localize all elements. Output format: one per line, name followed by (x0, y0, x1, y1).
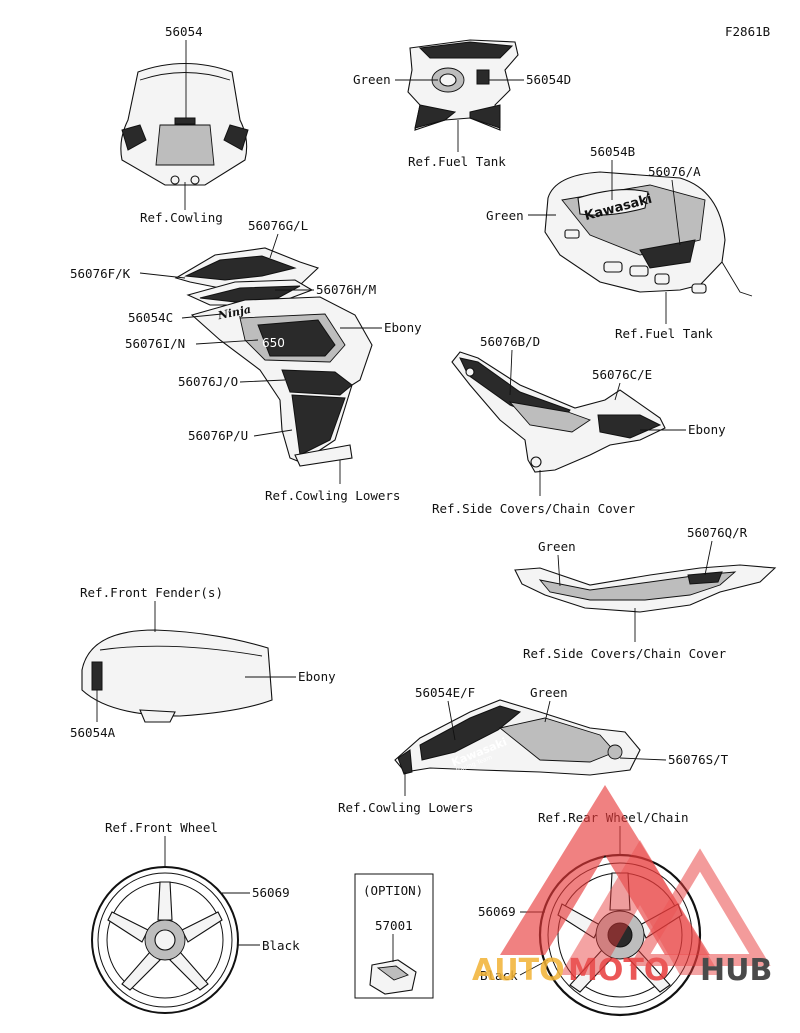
label-fender-ebony: Ebony (298, 669, 336, 684)
label-ref-front-fender: Ref.Front Fender(s) (80, 585, 223, 600)
label-tail-qr: 56076Q/R (687, 525, 748, 540)
label-side-ce: 56076C/E (592, 367, 652, 382)
label-ref-fuel-tank-2: Ref.Fuel Tank (615, 326, 713, 341)
label-lower-green: Green (530, 685, 568, 700)
label-option-title: (OPTION) (363, 883, 423, 898)
watermark-hub: HUB (700, 953, 772, 988)
label-tank-stripe-a: 56076/A (648, 164, 701, 179)
front-wheel-part (91, 866, 239, 1014)
label-cowl-pu: 56076P/U (188, 428, 248, 443)
fuel-tank-part: Kawasaki (544, 171, 753, 297)
label-ref-side-covers-1: Ref.Side Covers/Chain Cover (432, 501, 636, 516)
label-ref-side-covers-2: Ref.Side Covers/Chain Cover (523, 646, 727, 661)
label-cowl-in: 56076I/N (125, 336, 185, 351)
label-tail-green: Green (538, 539, 576, 554)
tail-cowl-part (514, 564, 777, 613)
label-option-part: 57001 (375, 918, 413, 933)
label-ref-cowling-lowers-1: Ref.Cowling Lowers (265, 488, 400, 503)
label-lower-st: 56076S/T (668, 752, 729, 767)
watermark-moto: MOTO (568, 953, 669, 988)
label-cowl-jo: 56076J/O (178, 374, 238, 389)
label-ref-cowling-lowers-2: Ref.Cowling Lowers (338, 800, 473, 815)
label-cowl-fk: 56076F/K (70, 266, 131, 281)
label-rear-wheel-black: Black (480, 968, 518, 983)
label-cowl-hm: 56076H/M (316, 282, 376, 297)
label-windshield-part: 56054 (165, 24, 203, 39)
cowling-lower-part: Kawasaki Racing Team (394, 699, 641, 776)
label-side-bd: 56076B/D (480, 334, 540, 349)
label-front-wheel-part: 56069 (252, 885, 290, 900)
side-cover-part (451, 351, 666, 473)
label-cowl-gl: 56076G/L (248, 218, 308, 233)
watermark-logo: AUTO MOTO HUB (472, 785, 772, 988)
watermark-auto: AUTO (472, 953, 565, 988)
label-tank-green: Green (353, 72, 391, 87)
label-ref-cowling: Ref.Cowling (140, 210, 223, 225)
label-cowl-c: 56054C (128, 310, 173, 325)
label-lower-ef: 56054E/F (415, 685, 475, 700)
label-fender-decal-a: 56054A (70, 725, 116, 740)
label-ref-fuel-tank-1: Ref.Fuel Tank (408, 154, 506, 169)
label-side-ebony: Ebony (688, 422, 726, 437)
label-tank-side-green: Green (486, 208, 524, 223)
label-cowl-ebony: Ebony (384, 320, 422, 335)
front-fender-part (81, 629, 273, 723)
tank-cover-part (407, 39, 519, 131)
label-front-wheel-black: Black (262, 938, 300, 953)
option-box (354, 873, 434, 999)
label-tank-decal-b: 56054B (590, 144, 635, 159)
cowl-size-decal: 650 (262, 336, 285, 350)
label-tank-decal-d: 56054D (526, 72, 571, 87)
label-rear-wheel-part: 56069 (478, 904, 516, 919)
label-ref-front-wheel: Ref.Front Wheel (105, 820, 218, 835)
windshield-cowling-part (120, 62, 249, 186)
diagram-id: F2861B (725, 24, 770, 39)
